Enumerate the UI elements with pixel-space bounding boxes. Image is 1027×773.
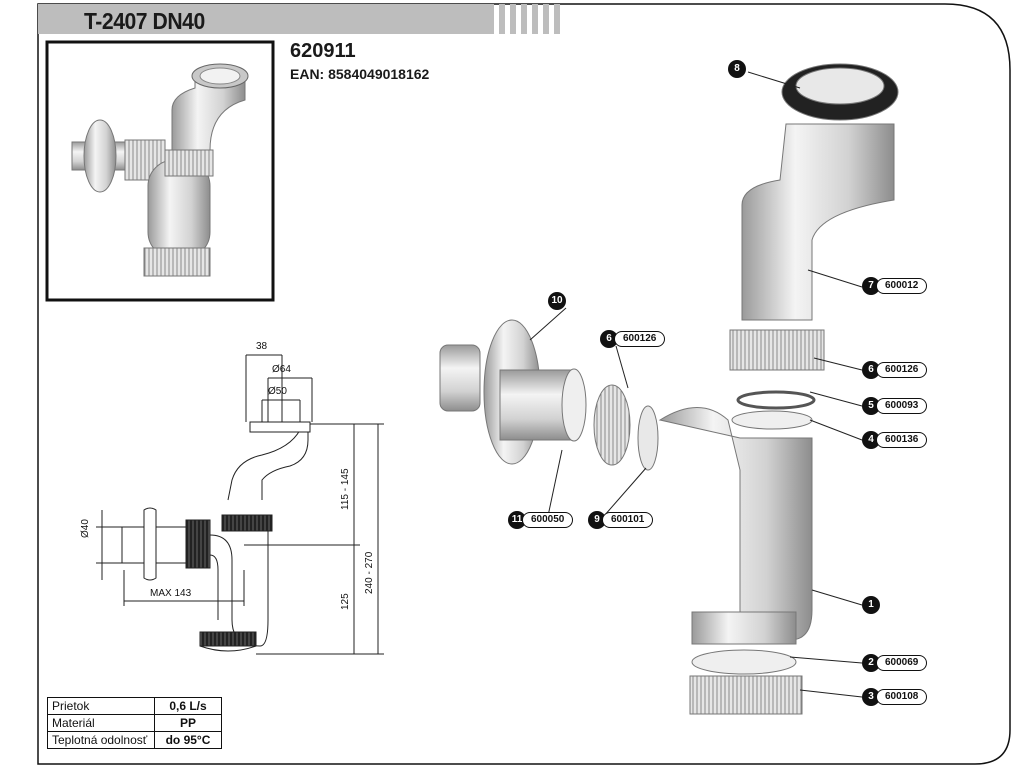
spec-value: do 95°C bbox=[154, 731, 222, 749]
dim-40: Ø40 bbox=[80, 519, 91, 538]
spec-value: PP bbox=[154, 714, 222, 732]
dim-240-270: 240 - 270 bbox=[364, 551, 375, 594]
spec-row: Prietok 0,6 L/s bbox=[47, 697, 222, 715]
callout-number: 4 bbox=[862, 431, 880, 449]
product-code: 620911 bbox=[290, 40, 356, 62]
callout-number: 7 bbox=[862, 277, 880, 295]
page-frame bbox=[37, 3, 1011, 765]
spec-table: Prietok 0,6 L/s Materiál PP Teplotná odo… bbox=[47, 697, 222, 749]
callout-number: 11 bbox=[508, 511, 526, 529]
callout-number: 5 bbox=[862, 397, 880, 415]
callout: 10 bbox=[548, 292, 566, 310]
spec-row: Materiál PP bbox=[47, 714, 222, 732]
callout-number: 6 bbox=[600, 330, 618, 348]
callout-part-code: 600126 bbox=[614, 331, 666, 347]
ean-code: EAN: 8584049018162 bbox=[290, 66, 430, 82]
callout-number: 1 bbox=[862, 596, 880, 614]
callout-part-code: 600136 bbox=[876, 432, 928, 448]
page-title: T-2407 DN40 bbox=[84, 8, 205, 34]
callout-number: 6 bbox=[862, 361, 880, 379]
dim-50: Ø50 bbox=[268, 386, 287, 397]
callout-part-code: 600093 bbox=[876, 398, 928, 414]
callout-part-code: 600012 bbox=[876, 278, 928, 294]
callout: 1 bbox=[862, 596, 880, 614]
callout-part-code: 600069 bbox=[876, 655, 928, 671]
exploded-view bbox=[439, 63, 899, 715]
callout-part-code: 600126 bbox=[876, 362, 928, 378]
spec-value: 0,6 L/s bbox=[154, 697, 222, 715]
header-bar bbox=[38, 4, 560, 34]
technical-drawing bbox=[96, 354, 384, 655]
callout-number: 3 bbox=[862, 688, 880, 706]
dim-125: 125 bbox=[340, 593, 351, 610]
spec-label: Materiál bbox=[47, 714, 155, 732]
dim-38: 38 bbox=[256, 341, 268, 352]
dim-64: Ø64 bbox=[272, 364, 291, 375]
spec-row: Teplotná odolnosť do 95°C bbox=[47, 731, 222, 749]
callout-number: 9 bbox=[588, 511, 606, 529]
dim-max-143: MAX 143 bbox=[150, 588, 192, 599]
callout-part-code: 600101 bbox=[602, 512, 654, 528]
dim-115-145: 115 - 145 bbox=[340, 468, 351, 510]
header: T-2407 DN40 bbox=[38, 4, 578, 34]
callout-number: 8 bbox=[728, 60, 746, 78]
callout-number: 2 bbox=[862, 654, 880, 672]
callout-number: 10 bbox=[548, 292, 566, 310]
callout-leaders bbox=[529, 71, 863, 698]
callout: 8 bbox=[728, 60, 746, 78]
product-thumbnail bbox=[71, 63, 249, 277]
spec-label: Teplotná odolnosť bbox=[47, 731, 155, 749]
spec-label: Prietok bbox=[47, 697, 155, 715]
callout-part-code: 600108 bbox=[876, 689, 928, 705]
callout-part-code: 600050 bbox=[522, 512, 574, 528]
